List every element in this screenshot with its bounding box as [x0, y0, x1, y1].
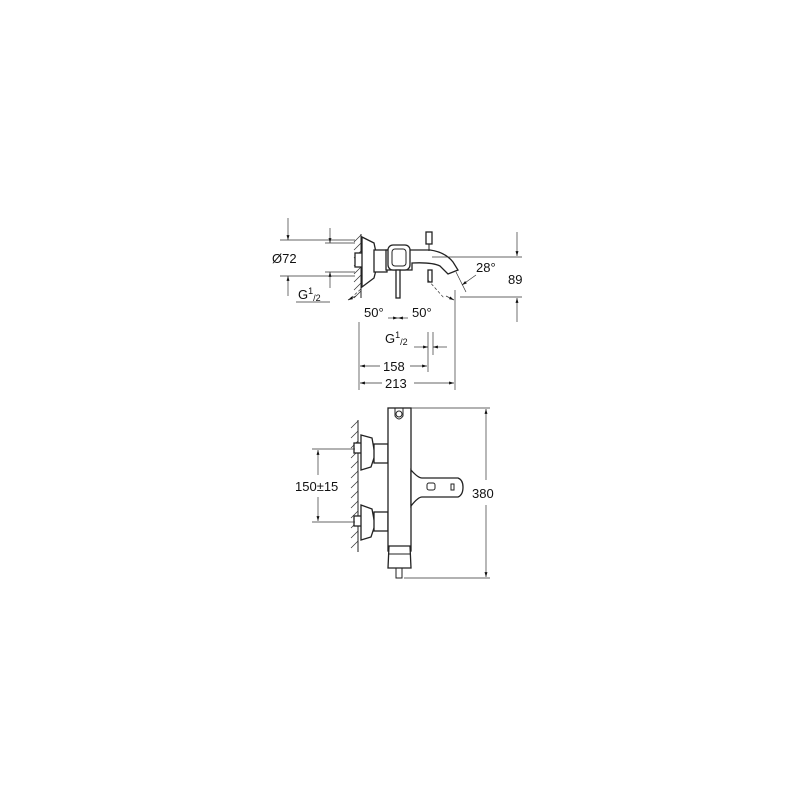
mixer-body-front: [387, 407, 464, 579]
angle-right-label: 50°: [412, 305, 432, 320]
horizontal-dimensions: G1/2 158 213: [358, 290, 456, 391]
wall-hatch-front: [350, 420, 359, 552]
spacing-dimension: 150±15: [295, 448, 355, 523]
diameter-dimension: Ø72 G1/2: [272, 218, 355, 303]
height-380-dimension: 380: [404, 407, 494, 579]
mixer-body-top: [350, 231, 459, 299]
diameter-label: Ø72: [272, 251, 297, 266]
angle-left-label: 50°: [364, 305, 384, 320]
thread-bottom-label: G1/2: [385, 330, 408, 347]
connectors: [353, 434, 389, 541]
dim-158-label: 158: [383, 359, 405, 374]
height-380-label: 380: [472, 486, 494, 501]
spout-angle-label: 28°: [476, 260, 496, 275]
height-89-label: 89: [508, 272, 522, 287]
top-view: Ø72 G1/2 50° 50° 28°: [272, 218, 522, 391]
spacing-label: 150±15: [295, 479, 338, 494]
thread-left-label: G1/2: [298, 286, 321, 303]
height-89-dimension: 89: [432, 232, 522, 322]
angle-dimensions: 50° 50° 28°: [347, 260, 496, 320]
front-view: 150±15 380: [295, 407, 494, 579]
dim-213-label: 213: [385, 376, 407, 391]
